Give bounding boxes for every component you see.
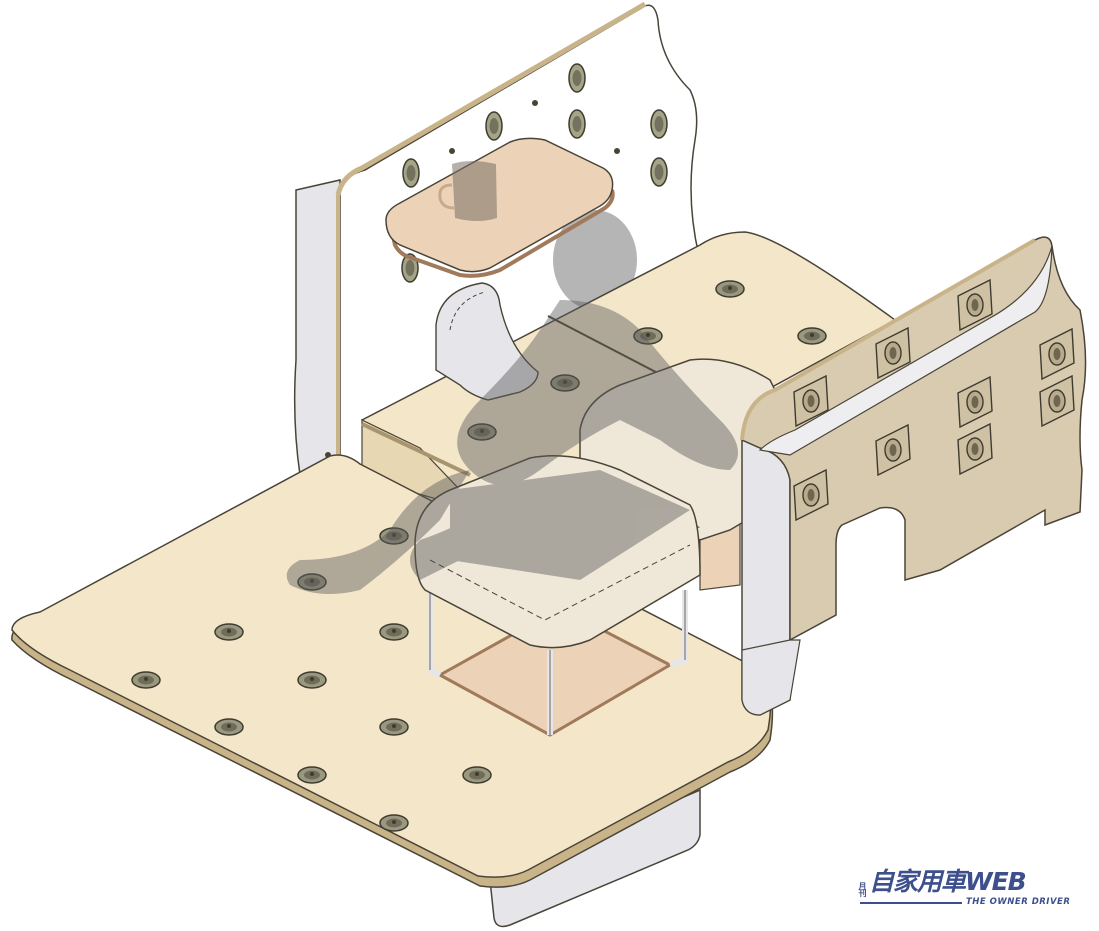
figure-silhouette [286,300,738,594]
mug-icon [438,161,497,221]
figure-head-silhouette [553,210,637,310]
side-bracket [741,639,801,716]
fold-down-table [385,137,615,278]
logo-underline [860,902,962,904]
front-floor-deck [11,454,774,888]
logo-main-text: 自家用車WEB [869,867,1027,896]
stool-front [414,454,701,737]
logo-subtitle: THE OWNER DRIVER [966,897,1071,907]
under-bracket [489,788,701,928]
logo-small-text: 月刊 [858,882,867,896]
watermark-logo: 月刊 自家用車WEB THE OWNER DRIVER [858,868,1083,916]
headrest [435,282,539,401]
